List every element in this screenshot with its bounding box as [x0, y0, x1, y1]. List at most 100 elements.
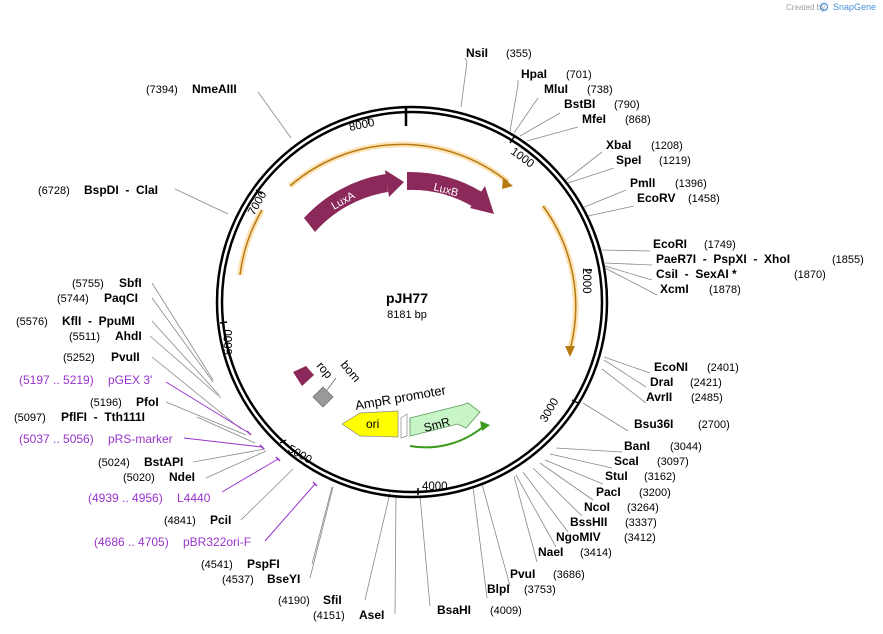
enzyme-position: (3412) — [624, 532, 656, 544]
enzyme-position: (5755) — [72, 278, 104, 290]
enzyme-name: PfoI — [136, 395, 159, 409]
enzyme-position: (3044) — [670, 441, 702, 453]
enzyme-name: StuI — [605, 469, 628, 483]
smr-feature — [409, 402, 481, 437]
enzyme-labels-left: (7394) NmeAIII (6728) BspDI - ClaI (5755… — [14, 82, 384, 622]
primer-name: pBR322ori-F — [183, 535, 251, 549]
backbone-inner-strand — [220, 110, 604, 494]
bom-callout — [326, 377, 337, 391]
luxb-arrowhead — [470, 186, 494, 214]
tick-label-3000: 3000 — [538, 396, 561, 424]
tick-label-2000: 2000 — [580, 268, 592, 294]
enzyme-name: BsaHI — [437, 603, 471, 617]
enzyme-name: SfiI — [323, 593, 342, 607]
enzyme-position: (4151) — [313, 610, 345, 622]
primer-labels: (5197 .. 5219) pGEX 3' (5037 .. 5056) pR… — [19, 373, 251, 549]
enzyme-name: EcoRV — [637, 191, 675, 205]
ori-label: ori — [366, 417, 379, 431]
enzyme-position: (6728) — [38, 185, 70, 197]
enzyme-position: (4841) — [164, 515, 196, 527]
enzyme-position: (5744) — [57, 293, 89, 305]
smr-label: SmR — [422, 414, 452, 435]
enzyme-position: (3414) — [580, 547, 612, 559]
enzyme-position: (5511) — [69, 331, 100, 343]
enzyme-position: (3686) — [553, 569, 585, 581]
tick-label-5000: 5000 — [286, 443, 314, 466]
rop-feature — [293, 366, 314, 386]
primer-marks — [246, 430, 318, 487]
enzyme-position: (1749) — [704, 239, 736, 251]
smr-orf-arrowhead — [480, 421, 490, 431]
enzyme-position: (3097) — [657, 456, 689, 468]
plasmid-name: pJH77 — [386, 290, 428, 306]
smr-orf-arc — [409, 425, 485, 449]
enzyme-name: NgoMIV — [556, 530, 601, 544]
enzyme-name: BstAPI — [144, 455, 183, 469]
enzyme-name: EcoRI — [653, 237, 687, 251]
enzyme-name: NsiI — [466, 46, 488, 60]
enzyme-name: SbfI — [119, 276, 142, 290]
enzyme-position: (355) — [506, 48, 532, 60]
enzyme-position: (5020) — [123, 472, 155, 484]
enzyme-name: PvuII — [111, 350, 140, 364]
callout-lines-right — [419, 57, 658, 607]
enzyme-name: BlpI — [487, 582, 510, 596]
enzyme-name: HpaI — [521, 67, 547, 81]
enzyme-name: PvuI — [510, 567, 535, 581]
enzyme-position: (1396) — [675, 178, 707, 190]
enzyme-position: (5196) — [90, 397, 122, 409]
enzyme-name: AvrII — [646, 390, 672, 404]
enzyme-position: (1855) — [832, 254, 864, 266]
enzyme-position: (2485) — [691, 392, 723, 404]
enzyme-position: (5252) — [63, 352, 95, 364]
enzyme-position: (738) — [587, 84, 613, 96]
enzyme-position: (790) — [614, 99, 640, 111]
enzyme-position: (3200) — [639, 487, 671, 499]
enzyme-position: (3753) — [524, 584, 556, 596]
primer-range: (4686 .. 4705) — [94, 535, 169, 549]
enzyme-position: (1870) — [794, 269, 826, 281]
ampr-promoter-feature — [400, 413, 408, 439]
bom-feature — [312, 386, 334, 408]
enzyme-position: (1458) — [688, 193, 720, 205]
snapgene-brand-text: SnapGene — [833, 2, 876, 12]
enzyme-name: EcoNI — [654, 360, 688, 374]
enzyme-position: (5576) — [16, 316, 48, 328]
enzyme-position: (1878) — [709, 284, 741, 296]
primer-name: pGEX 3' — [108, 373, 152, 387]
enzyme-position: (701) — [566, 69, 592, 81]
luxa-arrowhead — [385, 170, 404, 197]
primer-name: pRS-marker — [108, 432, 173, 446]
enzyme-name: PacI — [596, 485, 621, 499]
enzyme-name: XbaI — [606, 138, 631, 152]
primer-range: (5037 .. 5056) — [19, 432, 94, 446]
enzyme-name: CsiI - SexAI * — [656, 267, 737, 281]
enzyme-name: Bsu36I — [634, 417, 673, 431]
bp-ticks — [219, 117, 592, 495]
enzyme-name: AhdI — [115, 329, 142, 343]
enzyme-position: (4009) — [490, 605, 522, 617]
enzyme-position: (2421) — [690, 377, 722, 389]
tick-label-6000: 6000 — [223, 329, 235, 355]
enzyme-name: BanI — [624, 439, 650, 453]
enzyme-name: XcmI — [660, 282, 689, 296]
enzyme-position: (3162) — [644, 471, 676, 483]
rop-label: rop — [314, 359, 336, 382]
enzyme-name: PaeR7I - PspXI - XhoI — [656, 252, 790, 266]
enzyme-name: NcoI — [584, 500, 610, 514]
enzyme-name: BstBI — [564, 97, 595, 111]
ori-feature — [341, 410, 399, 438]
enzyme-name: MluI — [544, 82, 568, 96]
primer-range: (5197 .. 5219) — [19, 373, 94, 387]
enzyme-name: SpeI — [616, 153, 641, 167]
enzyme-name: BssHII — [570, 515, 607, 529]
enzyme-position: (7394) — [146, 84, 178, 96]
callout-lines-left — [149, 91, 397, 615]
enzyme-labels-right: NsiI (355) HpaI (701) MluI (738) BstBI (… — [437, 46, 864, 617]
created-by-text: Created by — [786, 3, 825, 12]
primer-callouts — [165, 381, 316, 542]
backbone-outer-strand — [215, 105, 609, 499]
enzyme-name: PspFI — [247, 557, 280, 571]
primer-name: L4440 — [177, 491, 211, 505]
